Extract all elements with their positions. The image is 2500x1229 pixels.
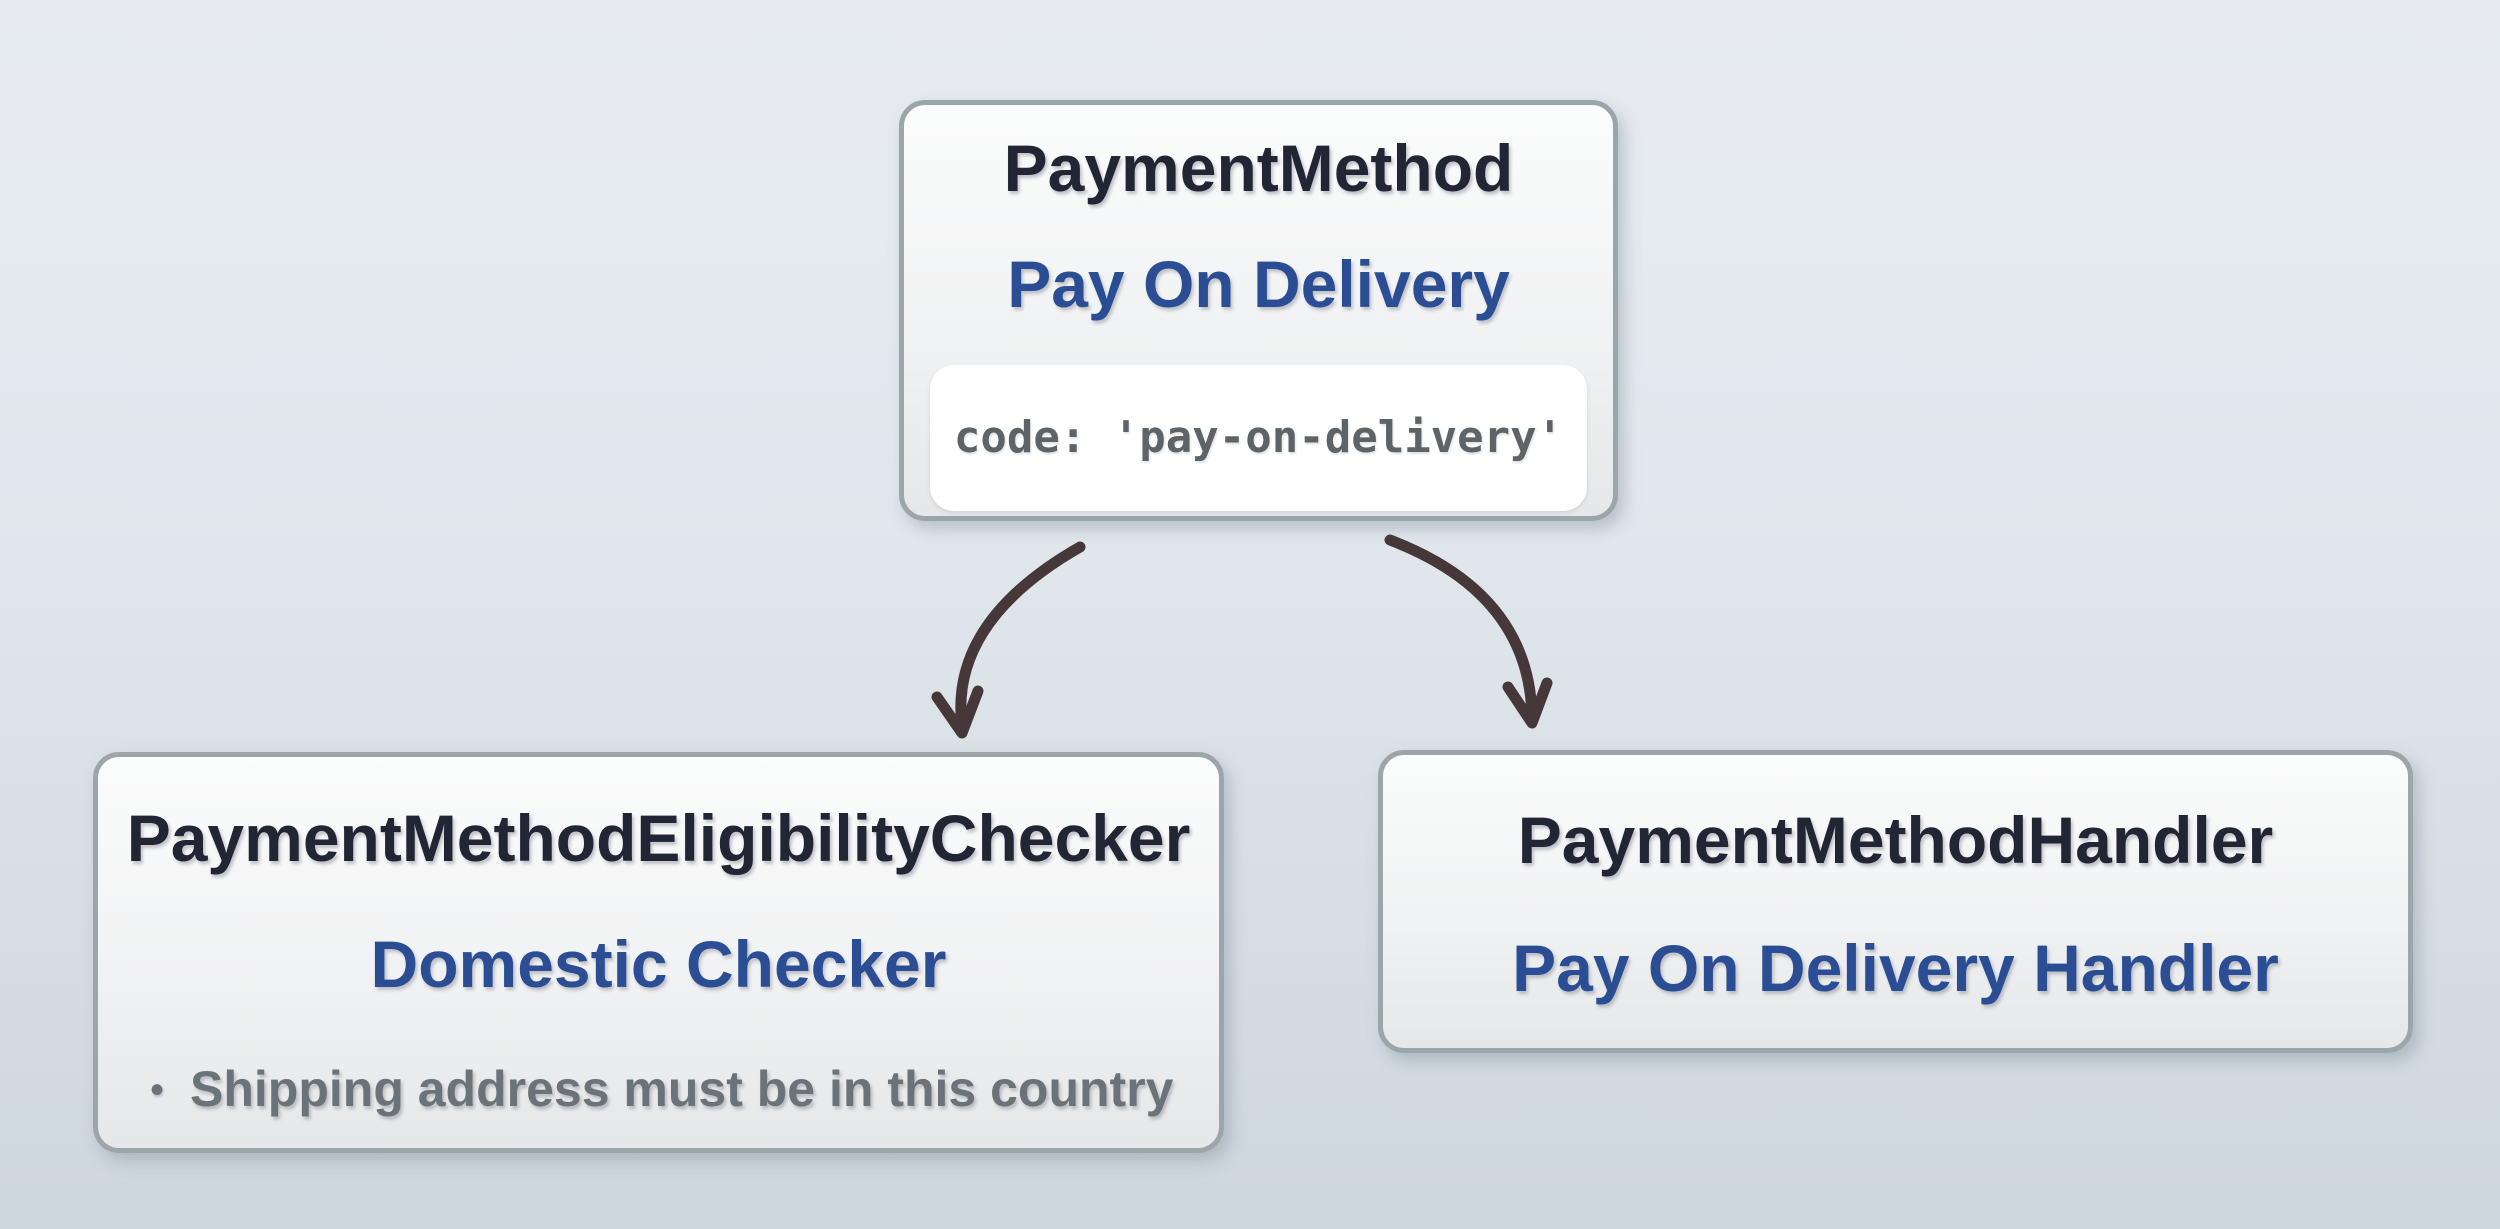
- eligibility-rule-text: Shipping address must be in this country: [190, 1060, 1174, 1117]
- handler-title: PaymentMethodHandler: [1517, 803, 2274, 877]
- eligibility-rule-item: • Shipping address must be in this count…: [98, 1061, 1173, 1119]
- handler-subtitle: Pay On Delivery Handler: [1512, 930, 2279, 1005]
- payment-method-subtitle: Pay On Delivery: [1007, 246, 1510, 321]
- node-payment-method: PaymentMethod Pay On Delivery code: 'pay…: [899, 100, 1618, 521]
- edge-to-handler-arrow: [1384, 534, 1538, 722]
- edge-to-handler-arrowhead: [1502, 677, 1553, 729]
- edge-to-eligibility-checker-arrow: [955, 541, 1086, 732]
- eligibility-checker-subtitle: Domestic Checker: [370, 926, 947, 1001]
- payment-method-code-badge: code: 'pay-on-delivery': [930, 364, 1587, 511]
- bullet-icon: •: [150, 1067, 165, 1112]
- eligibility-checker-title: PaymentMethodEligibilityChecker: [126, 801, 1191, 875]
- payment-method-code-text: code: 'pay-on-delivery': [953, 412, 1564, 464]
- payment-method-title: PaymentMethod: [1003, 131, 1514, 205]
- node-eligibility-checker: PaymentMethodEligibilityChecker Domestic…: [93, 752, 1224, 1153]
- edge-to-eligibility-checker-arrowhead: [931, 685, 984, 739]
- edge-group: [931, 534, 1553, 739]
- node-handler: PaymentMethodHandler Pay On Delivery Han…: [1378, 750, 2413, 1053]
